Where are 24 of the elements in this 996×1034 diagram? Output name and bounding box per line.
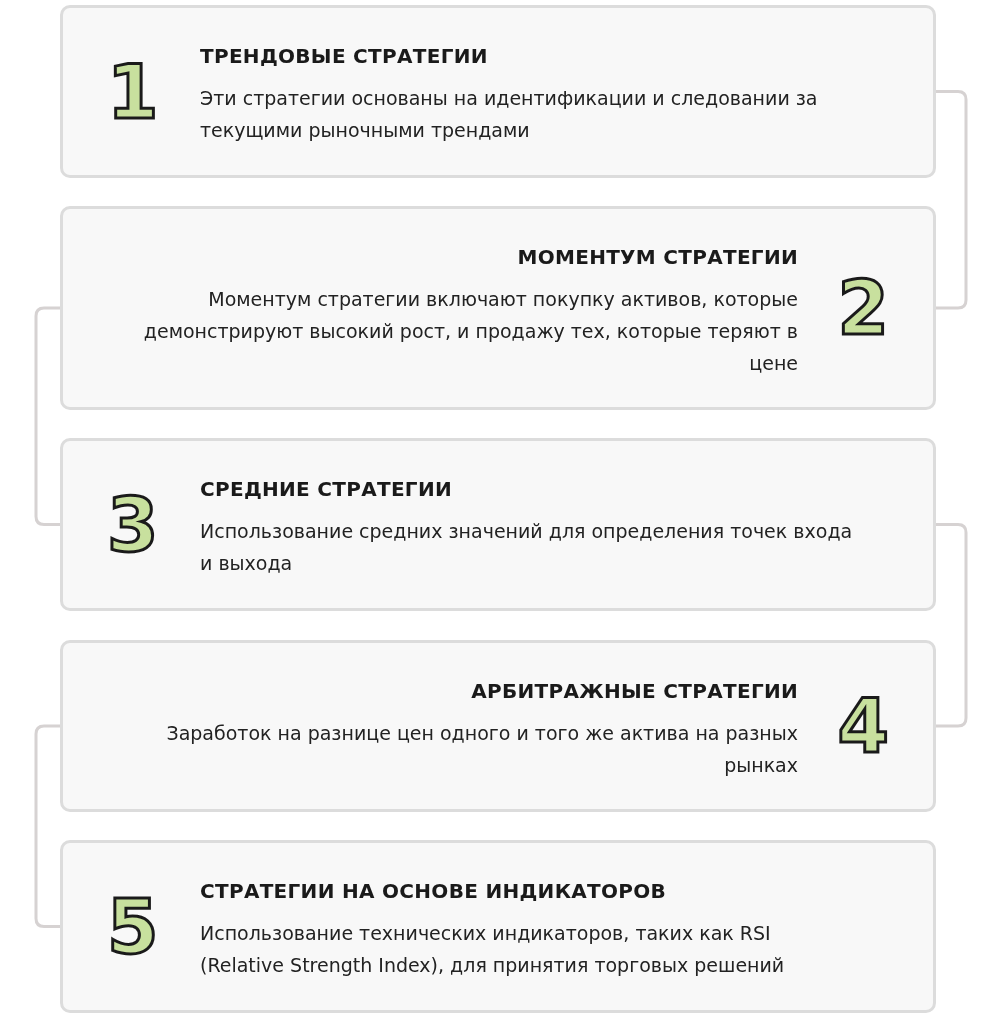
step-number: 1: [107, 54, 159, 129]
step-heading: АРБИТРАЖНЫЕ СТРАТЕГИИ: [471, 679, 798, 703]
connector-line: [34, 306, 60, 526]
step-description: Использование технических индикаторов, таких как RSI (Relative Strength Index), для принятия торговых решений: [200, 921, 786, 978]
step-number: 4: [837, 689, 889, 763]
step-card: [60, 438, 936, 611]
step-description: Заработок на разнице цен одного и того же актива на разных рынках: [165, 721, 798, 778]
step-number: 3: [107, 487, 159, 562]
step-heading: ТРЕНДОВЫЕ СТРАТЕГИИ: [200, 44, 488, 68]
step-number: 5: [107, 889, 159, 964]
step-description: Моментум стратегии включают покупку активов, которые демонстрируют высокий рост, и продажу тех, которые теряют в цене: [142, 287, 798, 376]
step-card: [60, 640, 936, 812]
connector-line: [936, 523, 968, 728]
connector-line: [936, 90, 968, 310]
step-card: [60, 5, 936, 178]
step-number: 2: [837, 271, 889, 345]
step-description: Эти стратегии основаны на идентификации и следовании за текущими рыночными трендами: [200, 86, 819, 143]
step-card: [60, 206, 936, 410]
step-card: [60, 840, 936, 1013]
step-heading: СТРАТЕГИИ НА ОСНОВЕ ИНДИКАТОРОВ: [200, 879, 667, 903]
connector-line: [34, 724, 60, 928]
step-description: Использование средних значений для определения точек входа и выхода: [200, 519, 853, 576]
step-heading: СРЕДНИЕ СТРАТЕГИИ: [200, 477, 452, 501]
step-heading: МОМЕНТУМ СТРАТЕГИИ: [517, 245, 798, 269]
